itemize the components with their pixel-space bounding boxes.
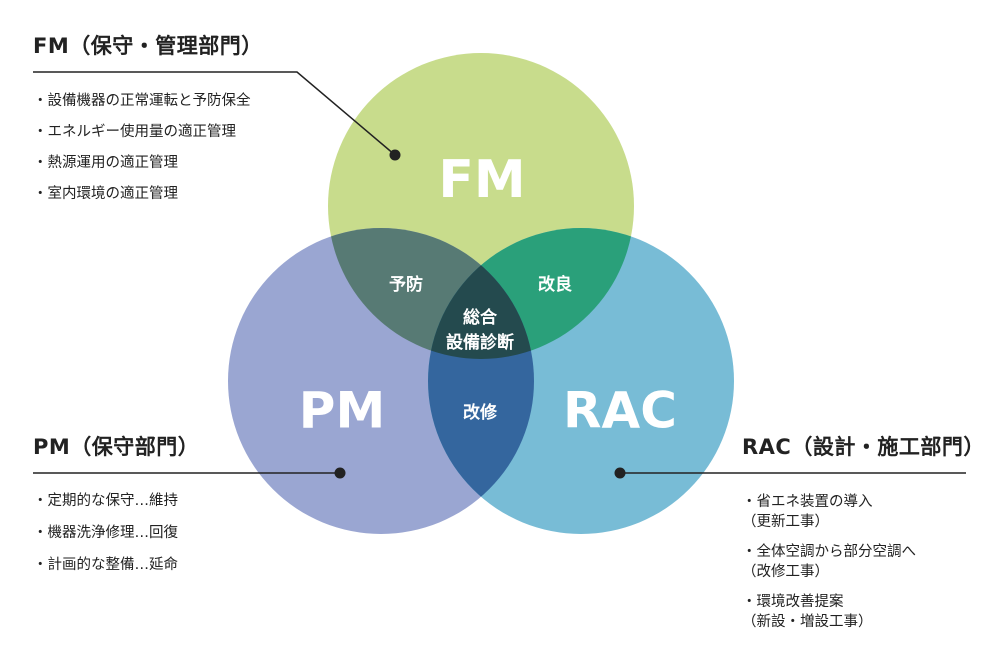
rac-item-list: ・省エネ装置の導入 （更新工事） ・全体空調から部分空調へ （改修工事） ・環境… (742, 492, 916, 642)
list-item: ・機器洗浄修理…回復 (33, 525, 178, 541)
center-label-line2: 設備診断 (446, 332, 514, 353)
list-item-note: （更新工事） (742, 514, 829, 530)
list-item-title: ・環境改善提案 (742, 594, 844, 610)
fm-pm-overlap-label: 予防 (389, 274, 423, 295)
list-item-title: ・全体空調から部分空調へ (742, 544, 916, 560)
pm-item-list: ・定期的な保守…維持 ・機器洗浄修理…回復 ・計画的な整備…延命 (33, 491, 178, 587)
center-label-line1: 総合 (463, 307, 498, 328)
pm-heading: PM（保守部門） (33, 435, 200, 459)
list-item-note: （新設・増設工事） (742, 614, 873, 630)
list-item: ・熱源運用の適正管理 (33, 155, 178, 171)
list-item: ・環境改善提案 （新設・増設工事） (742, 592, 916, 632)
fm-rac-overlap-label: 改良 (538, 274, 572, 295)
list-item: ・室内環境の適正管理 (33, 186, 178, 202)
rac-heading: RAC（設計・施工部門） (742, 435, 985, 459)
list-item: ・計画的な整備…延命 (33, 557, 178, 573)
rac-leader-dot (614, 467, 626, 479)
fm-leader-dot (389, 149, 401, 161)
pm-leader-dot (334, 467, 346, 479)
fm-heading: FM（保守・管理部門） (33, 34, 263, 58)
list-item: ・定期的な保守…維持 (33, 493, 178, 509)
list-item: ・設備機器の正常運転と予防保全 (33, 93, 251, 109)
list-item: ・全体空調から部分空調へ （改修工事） (742, 542, 916, 582)
fm-leader-line (33, 71, 396, 156)
fm-circle-label: FM (438, 150, 525, 210)
center-overlap (428, 228, 534, 359)
list-item-title: ・省エネ装置の導入 (742, 494, 873, 510)
pm-rac-overlap-label: 改修 (463, 402, 498, 423)
fm-item-list: ・設備機器の正常運転と予防保全 ・エネルギー使用量の適正管理 ・熱源運用の適正管… (33, 91, 251, 215)
pm-circle-label: PM (299, 382, 385, 440)
list-item: ・エネルギー使用量の適正管理 (33, 124, 236, 140)
list-item: ・省エネ装置の導入 （更新工事） (742, 492, 916, 532)
rac-circle-label: RAC (563, 382, 677, 440)
list-item-note: （改修工事） (742, 564, 829, 580)
